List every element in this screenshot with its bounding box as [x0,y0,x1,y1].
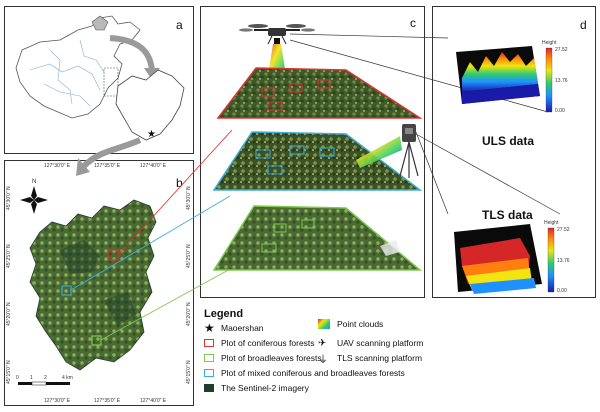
point-cloud-icon [318,319,330,329]
legend-label-coniferous: Plot of coniferous forests [221,338,315,348]
sentinel-swatch-icon [204,384,214,392]
uls-data-label: ULS data [482,134,535,148]
coord-bottom-1: 127°30'0" E [44,398,71,404]
scale-tick-0: 0 [16,375,19,381]
connector-mixed [70,195,231,291]
legend-label-point-clouds: Point clouds [337,319,384,329]
legend: Legend ★ Maoershan Plot of coniferous fo… [200,300,425,408]
coord-right-2: 45°25'0" N [186,244,192,268]
star-icon: ★ [204,321,215,335]
connector-coniferous [117,129,233,256]
plot-marker-mixed [61,285,72,296]
legend-item-broadleaves: Plot of broadleaves forests [204,352,322,364]
legend-item-maoershan: ★ Maoershan [204,321,264,335]
coord-top-1: 127°30'0" E [44,163,71,169]
uls-layer [216,67,423,119]
panel-b-label: b [176,176,183,190]
coord-right-3: 45°20'0" N [186,302,192,326]
scale-bar [18,381,70,386]
tls-laser-beam [356,136,402,168]
zoom-arrow-a [109,35,155,71]
panel-d-label: d [580,18,587,32]
coord-right-1: 45°30'0" N [186,186,192,210]
coord-bottom-3: 127°40'0" E [140,398,167,404]
uls-colorbar-title: Height [542,40,557,46]
tls-scanner-icon [399,124,419,178]
tls-layer [212,131,423,191]
legend-item-mixed: Plot of mixed coniferous and broadleaves… [204,367,405,379]
zoom-arrow-b [81,137,142,169]
heilongjiang-highlight [91,15,109,31]
coord-top-2: 127°35'0" E [94,163,121,169]
uav-icon: ✈ [318,337,327,349]
sentinel-layer [212,205,423,271]
coord-left-4: 45°15'0" N [6,360,12,384]
uls-colorbar-min: 0.00 [555,108,565,114]
legend-label-tls: TLS scanning platform [337,353,423,363]
tls-colorbar-max: 27.52 [557,227,570,233]
scale-tick-1: 1 [30,375,33,381]
province-outline [115,69,185,141]
legend-label-maoershan: Maoershan [221,323,264,333]
tls-data-label: TLS data [482,208,533,222]
coord-left-1: 45°30'0" N [6,186,12,210]
uls-colorbar-max: 27.52 [555,47,568,53]
coord-left-3: 45°20'0" N [6,302,12,326]
star-icon: ★ [147,129,156,140]
panel-a-label: a [176,18,183,32]
tls-point-cloud [454,224,555,294]
legend-item-uav: ✈ UAV scanning platform [318,337,423,349]
tls-icon: ⏚ [318,354,328,366]
broadleaves-swatch-icon [204,354,214,362]
panel-c-label: c [410,16,416,30]
scale-tick-2: 2 [44,375,47,381]
china-outline [15,15,141,119]
tls-colorbar-mid: 13.76 [557,258,570,264]
compass-rose-icon [20,186,48,214]
tls-colorbar-min: 0.00 [557,288,567,294]
plot-marker-broadleaves [91,335,102,346]
legend-label-broadleaves: Plot of broadleaves forests [221,353,322,363]
connector-broadleaves [100,267,233,341]
coord-top-3: 127°40'0" E [140,163,167,169]
coord-right-4: 45°15'0" N [186,360,192,384]
legend-title: Legend [204,308,244,320]
tls-colorbar-title: Height [544,220,559,226]
uav-drone-icon [239,24,315,45]
legend-label-sentinel: The Sentinel-2 imagery [221,383,309,393]
compass-north-label: N [32,179,37,185]
mixed-swatch-icon [204,369,214,377]
coord-left-2: 45°25'0" N [6,244,12,268]
uls-colorbar-mid: 13.76 [555,78,568,84]
legend-label-uav: UAV scanning platform [337,338,424,348]
legend-item-point-clouds: Point clouds [318,318,383,330]
coniferous-swatch-icon [204,339,214,347]
coord-bottom-2: 127°35'0" E [94,398,121,404]
legend-item-coniferous: Plot of coniferous forests [204,337,315,349]
uls-point-cloud [456,46,553,113]
scale-tick-4km: 4 km [62,375,73,381]
legend-item-tls: ⏚ TLS scanning platform [318,352,423,366]
legend-item-sentinel: The Sentinel-2 imagery [204,382,309,394]
legend-label-mixed: Plot of mixed coniferous and broadleaves… [221,368,405,378]
